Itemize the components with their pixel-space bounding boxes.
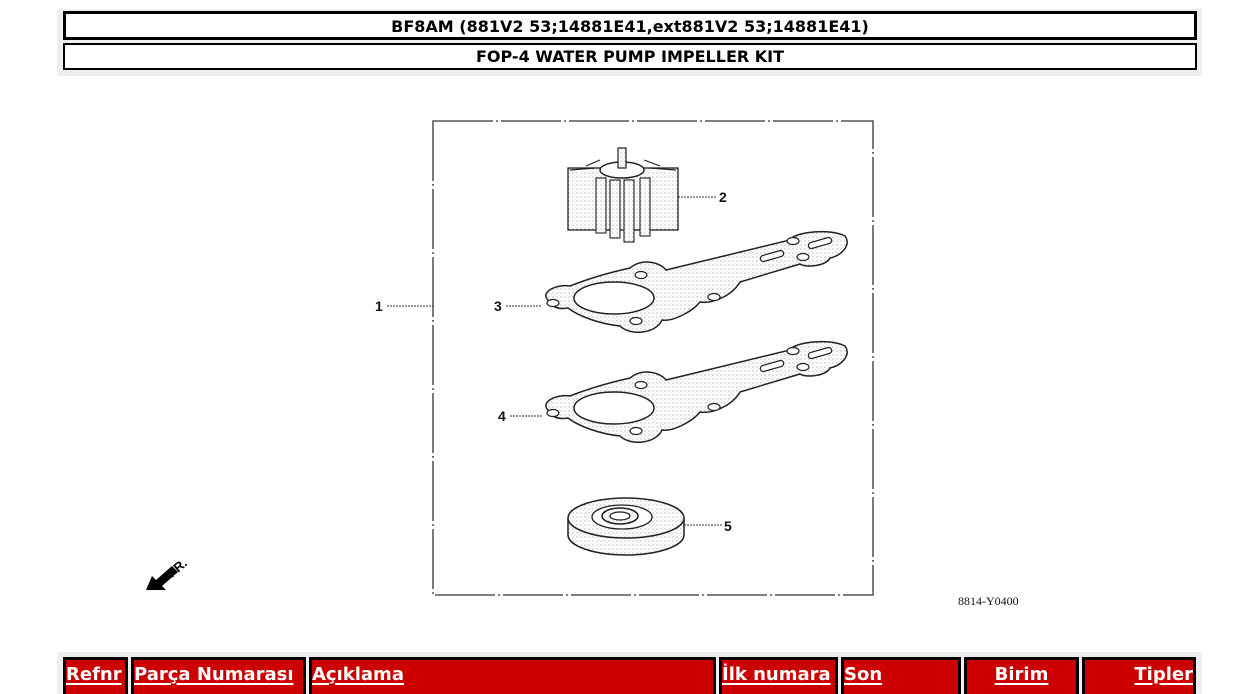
callout-5[interactable]: 5 (684, 518, 732, 534)
model-title: BF8AM (881V2 53;14881E41,ext881V2 53;148… (63, 11, 1197, 40)
sort-link-unit[interactable]: Birim (994, 664, 1049, 685)
callout-2[interactable]: 2 (678, 189, 727, 205)
parts-table-header-panel: Refnr Parça Numarası Açıklama İlk numara… (57, 652, 1202, 694)
front-direction-arrow-icon: FR. (146, 555, 190, 590)
svg-text:3: 3 (494, 298, 502, 314)
kit-frame-icon (432, 120, 874, 596)
title-panel: BF8AM (881V2 53;14881E41,ext881V2 53;148… (57, 9, 1202, 76)
gasket-lower-icon[interactable] (545, 340, 848, 443)
sort-link-types[interactable]: Tipler (1134, 664, 1193, 685)
oil-seal-icon[interactable] (567, 497, 685, 556)
gasket-upper-icon[interactable] (545, 230, 848, 333)
column-header-first-number[interactable]: İlk numara (719, 657, 838, 694)
column-header-description[interactable]: Açıklama (309, 657, 716, 694)
callout-4[interactable]: 4 (498, 408, 542, 424)
column-header-last[interactable]: Son (841, 657, 961, 694)
column-header-part-number[interactable]: Parça Numarası (131, 657, 306, 694)
sort-link-part-number[interactable]: Parça Numarası (134, 664, 294, 685)
svg-text:1: 1 (375, 298, 383, 314)
parts-table-header-row: Refnr Parça Numarası Açıklama İlk numara… (63, 657, 1196, 694)
section-title: FOP-4 WATER PUMP IMPELLER KIT (63, 43, 1197, 70)
column-header-types[interactable]: Tipler (1082, 657, 1196, 694)
impeller-icon[interactable] (567, 147, 679, 243)
callout-1[interactable]: 1 (375, 298, 433, 314)
sort-link-description[interactable]: Açıklama (312, 664, 404, 685)
column-header-refnr[interactable]: Refnr (63, 657, 128, 694)
sort-link-refnr[interactable]: Refnr (66, 664, 122, 685)
sort-link-first-number[interactable]: İlk numara (722, 664, 831, 685)
column-header-unit[interactable]: Birim (964, 657, 1079, 694)
callout-3[interactable]: 3 (494, 298, 542, 314)
svg-text:4: 4 (498, 408, 506, 424)
sort-link-last[interactable]: Son (844, 664, 883, 685)
svg-text:5: 5 (724, 518, 732, 534)
drawing-code: 8814-Y0400 (958, 594, 1019, 608)
svg-text:2: 2 (719, 189, 727, 205)
parts-diagram: 1 2 3 (146, 120, 1019, 608)
